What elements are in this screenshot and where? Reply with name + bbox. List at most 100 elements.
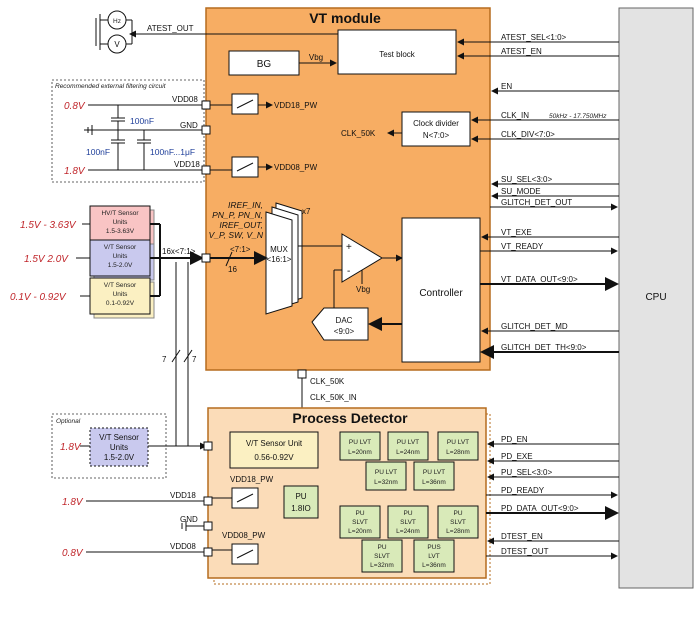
pu-cell-4b: L=32nm: [374, 479, 398, 486]
pd-vdd08-label: VDD08: [170, 542, 196, 551]
test-block-label: Test block: [379, 50, 416, 59]
pu-18io: [283, 485, 319, 519]
clock-divider-n-label: N<7:0>: [423, 131, 450, 140]
hz-label: Hz: [113, 18, 121, 25]
pu-cell: [437, 431, 479, 461]
sig-atest-en: ATEST_EN: [501, 47, 542, 56]
clk-50k-in-label: CLK_50K_IN: [310, 393, 357, 402]
sensor-hv-line2: Units: [113, 219, 129, 226]
clock-divider-block: [401, 111, 471, 147]
sensor-v-voltage: 1.5V 2.0V: [24, 254, 69, 265]
pu-cell-8c: L=28nm: [446, 528, 470, 535]
bus7-b-label: 7: [192, 355, 197, 364]
cap-100nf-b-label: 100nF: [86, 147, 110, 157]
pd-v18-label: 1.8V: [62, 497, 84, 508]
pu-cell: [387, 505, 429, 539]
mux-bus-label: 16x<7:1>: [162, 247, 196, 256]
controller-label: Controller: [419, 288, 463, 299]
sig-clk-div: CLK_DIV<7:0>: [501, 130, 555, 139]
pu-cell-5a: PU LVT: [423, 469, 445, 476]
gnd-label: GND: [180, 121, 198, 130]
mux-x7-label: x7: [302, 207, 311, 216]
pu-cell-3b: L=28nm: [446, 449, 470, 456]
sensor-hv-voltage: 1.5V - 3.63V: [20, 220, 77, 231]
sensor-low-voltage: 0.1V - 0.92V: [10, 292, 67, 303]
pd-v08-label: 0.8V: [62, 548, 84, 559]
sig-glitch-det-md: GLITCH_DET_MD: [501, 322, 568, 331]
pu-cell-10b: LVT: [428, 553, 439, 560]
comparator-minus: -: [347, 266, 350, 277]
mux-sel-bits: <7:1>: [230, 245, 251, 254]
mux-input-2: PN_P, PN_N,: [212, 210, 263, 220]
sig-su-mode: SU_MODE: [501, 187, 541, 196]
sig-dtest-out: DTEST_OUT: [501, 547, 549, 556]
sensor-hv: [89, 205, 151, 243]
mux-input-4: V_P, SW, V_N: [209, 230, 264, 240]
pu-cell-1b: L=20nm: [348, 449, 372, 456]
pu-cell-6a: PU: [355, 510, 364, 517]
v-label: V: [114, 40, 120, 49]
v18-label: 1.8V: [64, 166, 86, 177]
sig-pd-data-out: PD_DATA_OUT<9:0>: [501, 504, 579, 513]
vbg-label: Vbg: [309, 53, 323, 62]
sig-dtest-en: DTEST_EN: [501, 532, 543, 541]
optional-sensor-line1: V/T Sensor: [99, 433, 139, 442]
sensor-low-line3: 0.1-0.92V: [106, 300, 135, 307]
sensor-low-line2: Units: [113, 291, 129, 298]
pad-clk: [297, 369, 307, 379]
pu-cell-4a: PU LVT: [375, 469, 397, 476]
pu-cell-2b: L=24nm: [396, 449, 420, 456]
sensor-low: [89, 277, 151, 315]
pd-vdd18-pw-label: VDD18_PW: [230, 475, 274, 484]
sig-pu-sel: PU_SEL<3:0>: [501, 468, 552, 477]
vdd08-label: VDD08: [172, 95, 198, 104]
pu-cell-8b: SLVT: [450, 519, 466, 526]
cpu-label: CPU: [645, 292, 666, 303]
sensor-v-line2: Units: [113, 253, 129, 260]
optional-label: Optional: [56, 418, 81, 425]
pu-cell-9a: PU: [377, 544, 386, 551]
sig-pd-exe: PD_EXE: [501, 452, 533, 461]
cap-100nf-label: 100nF: [130, 116, 154, 126]
pu-cell: [365, 461, 407, 491]
optional-sensor-line3: 1.5-2.0V: [104, 453, 135, 462]
pd-signal-lines: [486, 440, 619, 560]
pad-pd-vdd18: [203, 496, 213, 506]
pu-cell: [387, 431, 429, 461]
sig-pd-en: PD_EN: [501, 435, 528, 444]
pd-gnd-label: GND: [180, 515, 198, 524]
dac-label: DAC: [336, 316, 353, 325]
pu-cell-5b: L=36nm: [422, 479, 446, 486]
sig-su-sel: SU_SEL<3:0>: [501, 175, 552, 184]
pad-gnd: [201, 125, 211, 135]
process-detector-title: Process Detector: [292, 410, 408, 426]
pu-cell: [339, 431, 381, 461]
comparator-plus: +: [346, 242, 352, 253]
mux-input-1: IREF_IN,: [228, 200, 263, 210]
mux-input-3: IREF_OUT,: [219, 220, 263, 230]
mux-label: MUX: [270, 245, 288, 254]
test-block: [337, 29, 457, 75]
sensor-v-line3: 1.5-2.0V: [108, 262, 133, 269]
pu-cell-10c: L=36nm: [422, 562, 446, 569]
pu-cell-8a: PU: [453, 510, 462, 517]
clk-50k-mid-label: CLK_50K: [310, 377, 345, 386]
dac-bits-label: <9:0>: [334, 327, 355, 336]
vt-signal-lines: [457, 38, 619, 359]
sensor-v: [89, 239, 151, 277]
optional-voltage: 1.8V: [60, 442, 82, 453]
clock-divider-label: Clock divider: [413, 119, 459, 128]
pad-pd-gnd: [203, 521, 213, 531]
filter-title: Recommended external filtering circuit: [55, 83, 167, 90]
pu-cell-9c: L=32nm: [370, 562, 394, 569]
pu-18io-line1: PU: [295, 492, 306, 501]
clk-50k-vt-label: CLK_50K: [341, 129, 376, 138]
sig-clk-in: CLK_IN: [501, 111, 529, 120]
pad-pd-vdd08: [203, 547, 213, 557]
sig-vt-exe: VT_EXE: [501, 228, 532, 237]
vdd18-label: VDD18: [174, 160, 200, 169]
sig-atest-sel: ATEST_SEL<1:0>: [501, 33, 567, 42]
pu-cell-3a: PU LVT: [447, 439, 469, 446]
pu-cell: [361, 539, 403, 573]
